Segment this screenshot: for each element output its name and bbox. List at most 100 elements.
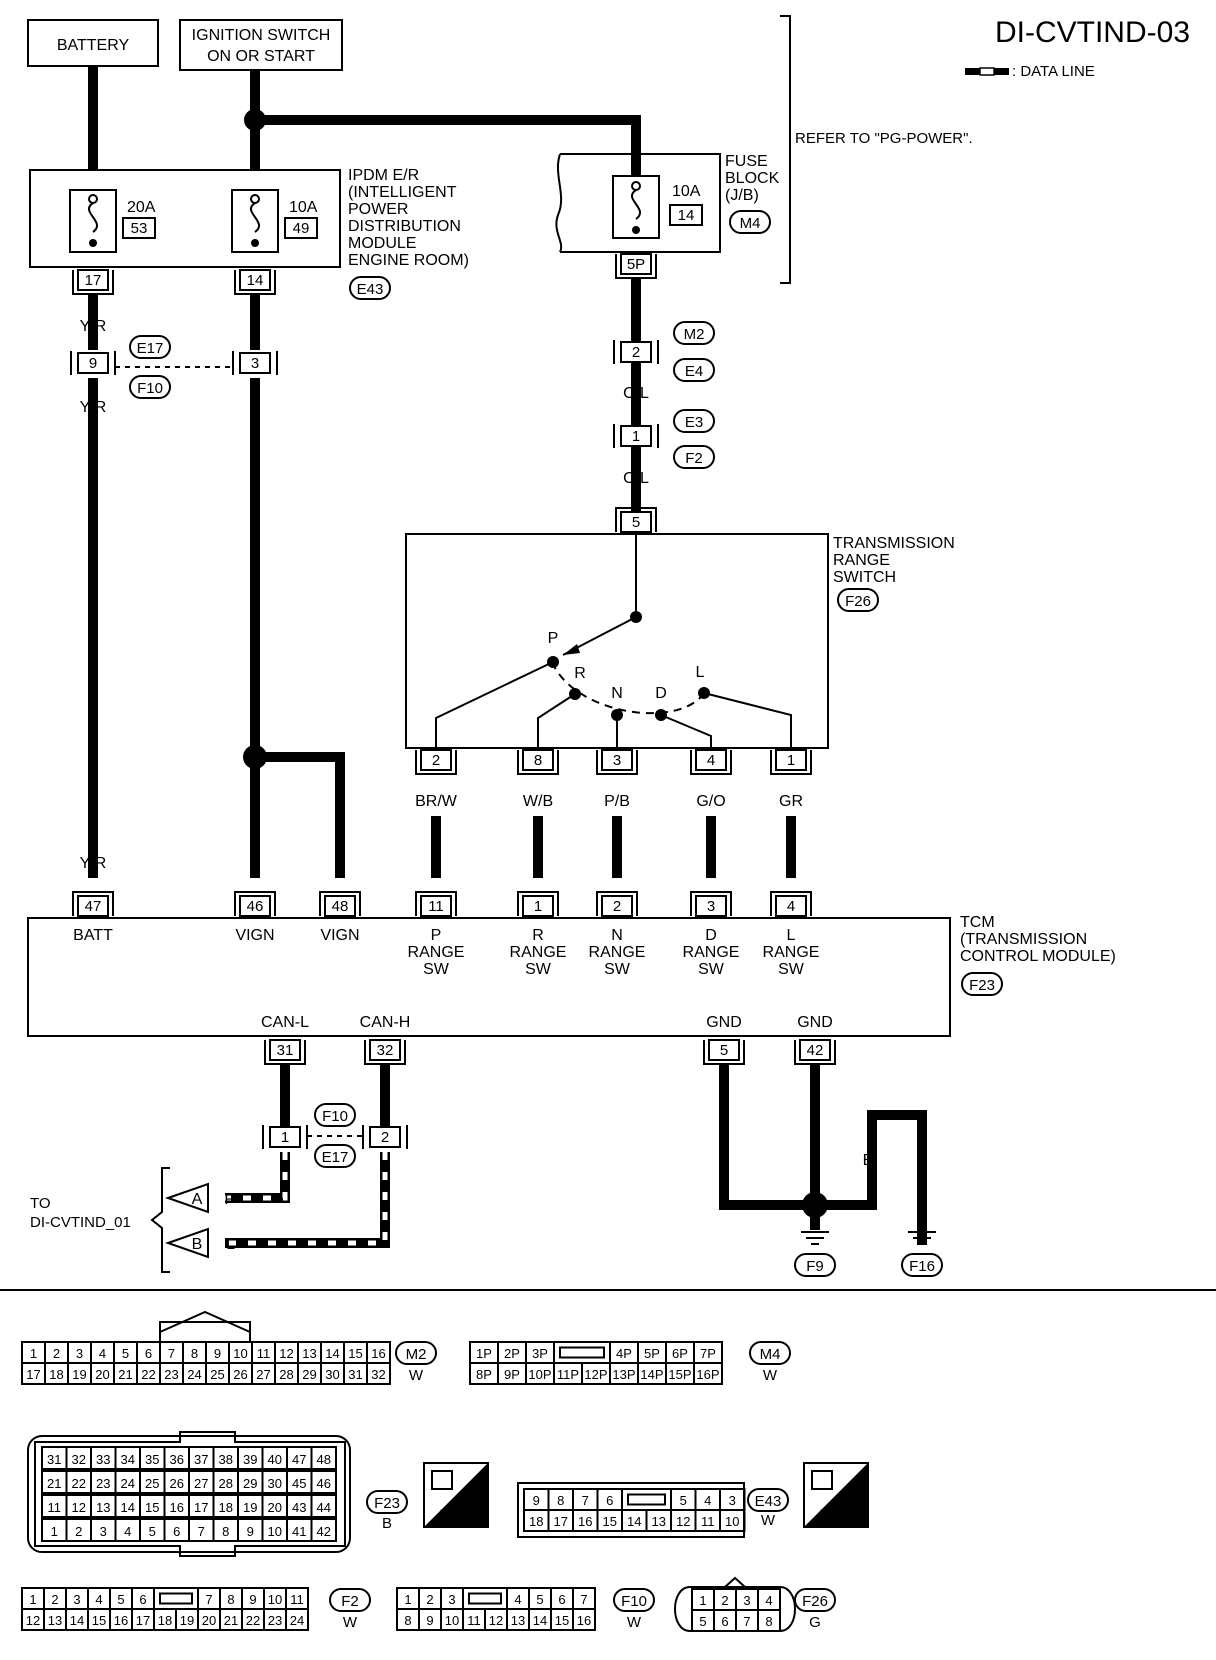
pin-bracket (615, 507, 657, 532)
wire-color-l: L (381, 1081, 390, 1098)
wire-color-yr: Y/R (80, 318, 107, 335)
f10-id: F10 (621, 1593, 647, 1610)
joint-connector-id: M2 (684, 326, 705, 343)
tcm-pin-name: SW (525, 961, 552, 978)
f23-pin: 30 (268, 1476, 282, 1491)
m4-pin: 2P (504, 1346, 520, 1361)
ipdm-pin-label: 17 (85, 272, 102, 289)
trs-lead (435, 661, 554, 748)
joint-f10-e17 (269, 1126, 301, 1148)
f23-pin: 34 (121, 1452, 135, 1467)
f23-id (366, 1490, 408, 1514)
pin-bracket (690, 891, 732, 916)
tcm-pin-name: VIGN (320, 927, 359, 944)
f26-pin: 6 (721, 1614, 728, 1629)
f10-pin: 4 (514, 1592, 521, 1607)
e43-pin: 3 (729, 1493, 736, 1508)
f26-id: F26 (802, 1593, 828, 1610)
m2-pin: 6 (145, 1346, 152, 1361)
ipdm-pin-label: 14 (247, 272, 264, 289)
trs-output-pin-label: 3 (613, 752, 621, 769)
f2-pin: 11 (290, 1592, 304, 1607)
f26-pin: 7 (743, 1614, 750, 1629)
f23-pin: 8 (222, 1524, 229, 1539)
f26-key (724, 1576, 746, 1588)
joint-m2-e4-label: 2 (632, 344, 640, 361)
data-line-can-l-dash (225, 1152, 288, 1201)
fuse-element (88, 202, 98, 233)
tcm-label: CONTROL MODULE) (960, 948, 1116, 965)
m2-pin: 17 (26, 1367, 40, 1382)
f23-pin: 46 (317, 1476, 331, 1491)
m4-pin: 8P (476, 1367, 492, 1382)
wire-y-branch (255, 752, 345, 878)
f2-blank (159, 1592, 193, 1605)
fuse-element (250, 202, 260, 233)
f23-id: F23 (374, 1495, 400, 1512)
fuse-block-label: FUSE (725, 153, 768, 170)
f23-pin: 5 (149, 1524, 156, 1539)
f23-pin: 36 (170, 1452, 184, 1467)
joint-connector-id: F10 (322, 1108, 348, 1125)
f23-pin: 21 (47, 1476, 61, 1491)
fuse-terminal (251, 239, 259, 247)
tcm-pin-name: RANGE (408, 944, 465, 961)
to-arrow-b (164, 1227, 209, 1259)
f2-pin: 24 (290, 1613, 304, 1628)
trs-position-label: P (548, 630, 559, 647)
to-arrow-letter: B (192, 1236, 203, 1253)
fuse-terminal (631, 181, 641, 191)
pin-bracket (415, 750, 457, 775)
fuse-block-pin-label: 5P (627, 256, 645, 273)
m4-pin: 6P (672, 1346, 688, 1361)
trs-output-pin-label: 1 (787, 752, 795, 769)
fuse-element (631, 189, 641, 220)
tcm-pin-label: 46 (247, 898, 264, 915)
wire-color-b: B (810, 1081, 821, 1098)
m2-pin: 16 (371, 1346, 385, 1361)
tcm-pin-name: RANGE (589, 944, 646, 961)
trs-label: RANGE (833, 552, 890, 569)
fuse-terminal (632, 226, 640, 234)
joint-e17-f10-label: 9 (89, 355, 97, 372)
f23-pin: 33 (96, 1452, 110, 1467)
fuse-block-connector-id: M4 (740, 215, 761, 232)
f10-id (613, 1588, 655, 1612)
tcm-pin (77, 895, 109, 917)
tcm-pin-label: 42 (807, 1042, 824, 1059)
f2-id (329, 1588, 371, 1612)
m4-pin: 3P (532, 1346, 548, 1361)
m4-pin: 1P (476, 1346, 492, 1361)
joint-3 (239, 352, 271, 374)
f10-pin: 2 (426, 1592, 433, 1607)
e43-pin: 8 (557, 1493, 564, 1508)
joint-connector-id: E3 (685, 414, 703, 431)
ipdm-connector-id (349, 276, 391, 300)
f2-pin: 10 (268, 1592, 282, 1607)
f23-pin: 48 (317, 1452, 331, 1467)
f23-pin: 20 (268, 1500, 282, 1515)
ignition-label: IGNITION SWITCH (192, 27, 331, 44)
f10-pin: 7 (580, 1592, 587, 1607)
battery-box (27, 19, 159, 67)
refer-bracket (780, 15, 791, 284)
m2-key (159, 1310, 251, 1333)
legend-text: : DATA LINE (1012, 63, 1095, 80)
fuse-amp: 10A (672, 183, 701, 200)
joint-e3-f2 (620, 425, 652, 447)
m4-pin: 11P (557, 1367, 579, 1382)
f26-cell (757, 1609, 781, 1632)
e43-id (747, 1488, 789, 1512)
f2-pin: 2 (51, 1592, 58, 1607)
m2-pin: 20 (95, 1367, 109, 1382)
ipdm-label: ENGINE ROOM) (348, 252, 469, 269)
wire-color-y: Y (335, 855, 346, 872)
f10-pin: 9 (426, 1613, 433, 1628)
m2-pin: 32 (371, 1367, 385, 1382)
tcm-pin-name: RANGE (763, 944, 820, 961)
joint-connector-id (129, 375, 171, 399)
m2-cell (366, 1362, 391, 1385)
fuse-terminal (250, 194, 260, 204)
pin-bracket (517, 891, 559, 916)
to-label: TO (30, 1195, 51, 1212)
